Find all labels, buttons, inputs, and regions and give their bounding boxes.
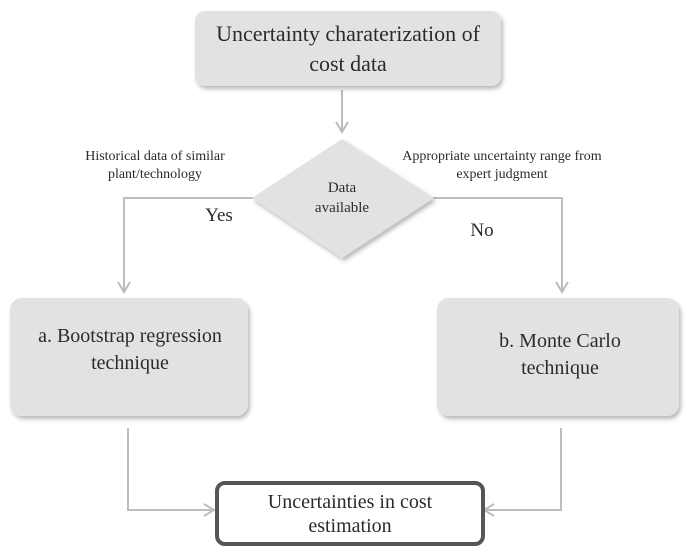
arrow-decision-to-right (432, 197, 569, 294)
right-box-shape (437, 298, 679, 416)
bottom-box-shape (215, 481, 485, 546)
connectors (117, 90, 569, 517)
arrow-right-to-bottom (482, 428, 562, 517)
arrow-left-to-bottom (127, 428, 216, 517)
right-condition-label: Appropriate uncertainty range from exper… (402, 149, 602, 183)
bottom-box-label: Uncertainties in cost estimation (267, 491, 433, 537)
right-answer-label: No (470, 220, 494, 241)
decision-label: Data available (314, 179, 370, 216)
decision-diamond-shape (252, 139, 434, 258)
top-box-label: Uncertainty charaterization of cost data (216, 20, 480, 76)
right-box-label: b. Monte Carlo technique (499, 330, 621, 379)
left-answer-label: Yes (205, 205, 233, 226)
arrow-decision-to-left (117, 197, 258, 294)
left-condition-label: Historical data of similar plant/technol… (85, 149, 225, 183)
top-box-shape (195, 11, 501, 86)
left-box-shape (10, 298, 248, 416)
left-box-label: a. Bootstrap regression technique (38, 325, 222, 374)
